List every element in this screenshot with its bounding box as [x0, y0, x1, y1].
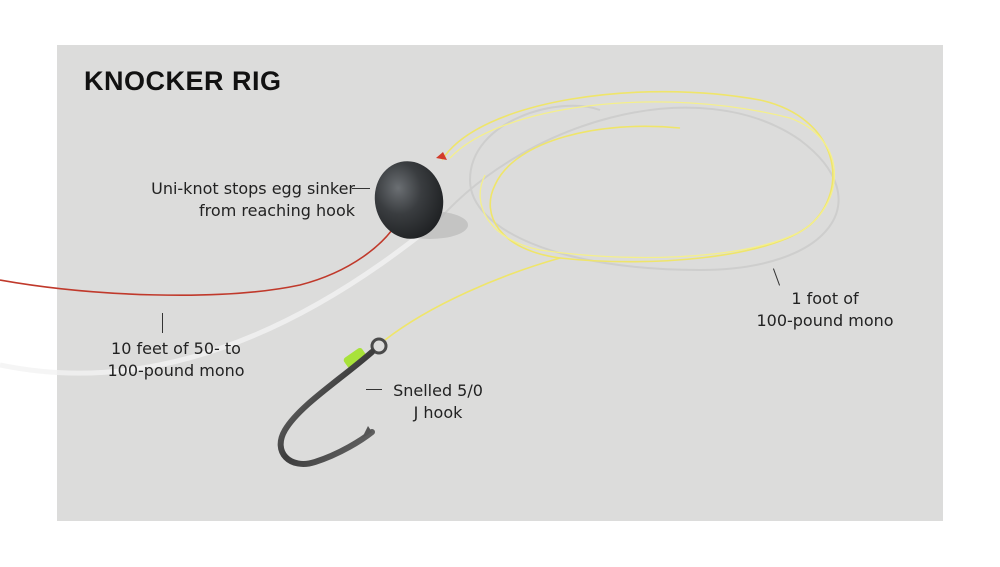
hook-eye — [370, 337, 388, 355]
leader-line-loop-2 — [449, 101, 836, 259]
main-line-callout-line1: 10 feet of 50- to — [111, 339, 241, 358]
leader-loop-shadow — [429, 104, 840, 272]
leader-callout: 1 foot of 100-pound mono — [740, 288, 910, 332]
hook-leader-line — [366, 389, 382, 390]
egg-sinker — [374, 161, 444, 239]
uni-knot-callout-line1: Uni-knot stops egg sinker — [151, 179, 355, 198]
main-line-callout: 10 feet of 50- to 100-pound mono — [86, 338, 266, 382]
uni-knot-callout: Uni-knot stops egg sinker from reaching … — [105, 178, 355, 222]
hook-snell — [343, 347, 367, 369]
main-line-leader-line — [162, 313, 163, 333]
uni-knot — [436, 152, 447, 160]
main-line-callout-line2: 100-pound mono — [107, 361, 245, 380]
hook-callout-line1: Snelled 5/0 — [393, 381, 483, 400]
diagram-title: KNOCKER RIG — [84, 66, 282, 96]
uni-knot-leader-line — [352, 188, 370, 189]
hook-barb — [362, 426, 372, 438]
leader-callout-line2: 100-pound mono — [756, 311, 894, 330]
main-line-shadow — [0, 233, 422, 376]
hook-callout-line2: J hook — [413, 403, 463, 422]
leader-callout-line1: 1 foot of — [791, 289, 859, 308]
leader-to-hook — [384, 257, 561, 341]
leader-line — [441, 90, 834, 263]
main-line — [0, 217, 401, 296]
diagram-panel — [57, 45, 943, 521]
uni-knot-callout-line2: from reaching hook — [199, 201, 355, 220]
hook-callout: Snelled 5/0 J hook — [383, 380, 493, 424]
hook-body — [277, 349, 375, 467]
